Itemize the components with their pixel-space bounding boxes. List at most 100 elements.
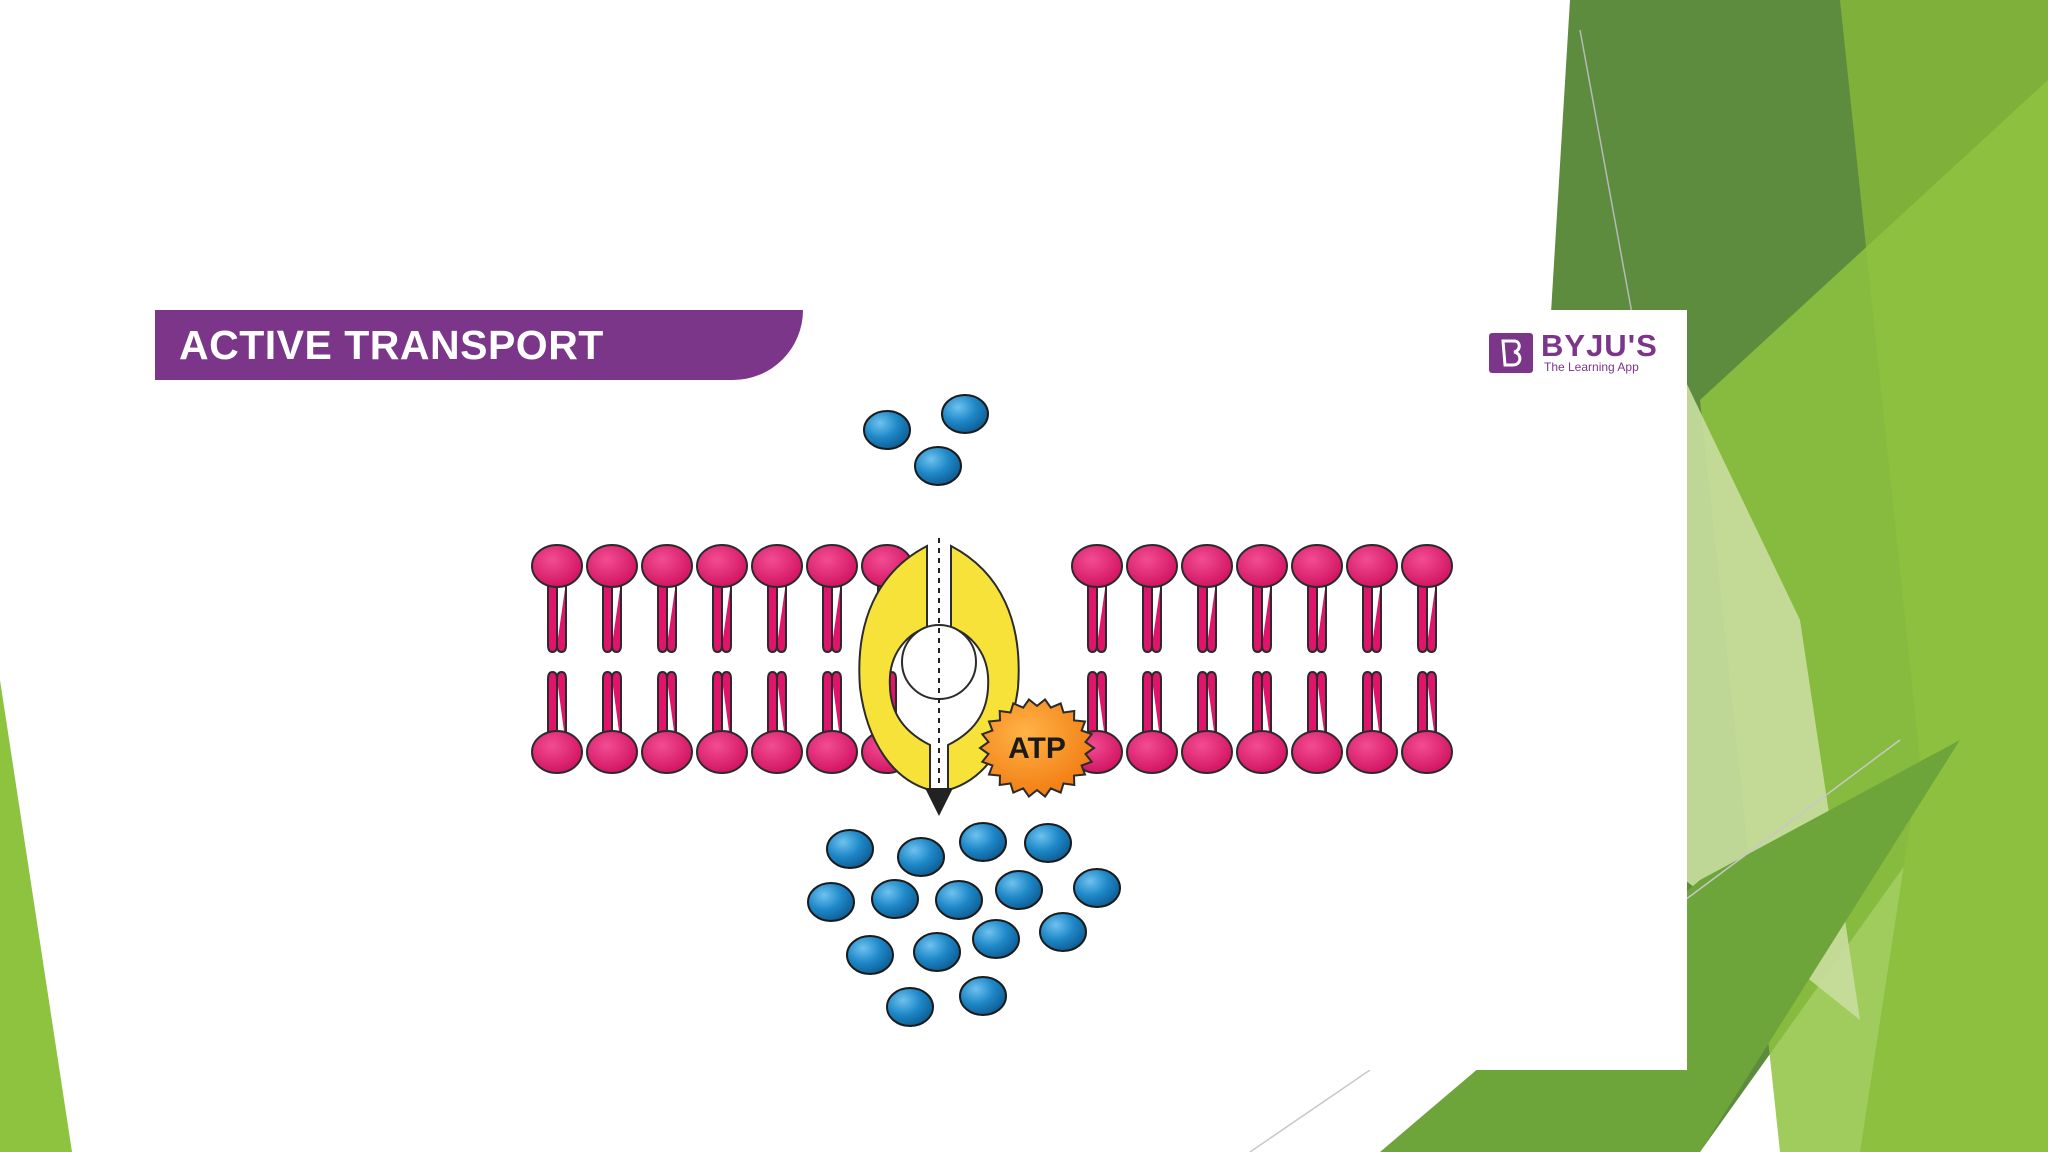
lipid-tail (712, 670, 732, 746)
phospholipid-pair (1181, 544, 1233, 774)
frame-line (1249, 1069, 1371, 1152)
lipid-tail (547, 670, 567, 746)
phospholipid-head (586, 730, 638, 774)
active-transport-diagram: ATP (531, 394, 1453, 1027)
lipid-tail (602, 670, 622, 746)
phospholipid-pair (751, 544, 803, 774)
phospholipid-head (531, 544, 583, 588)
lipid-tail (767, 670, 787, 746)
lipid-tail (547, 582, 567, 654)
phospholipid-head (1126, 544, 1178, 588)
solute-molecule (914, 446, 962, 486)
lipid-tail (657, 670, 677, 746)
lipid-tail (1142, 582, 1162, 654)
arrow-head (925, 788, 953, 816)
lipid-tail (1307, 670, 1327, 746)
phospholipid-head (696, 730, 748, 774)
cell-membrane (531, 544, 1453, 774)
transport-direction-arrow (925, 538, 953, 816)
solute-molecule (1024, 823, 1072, 863)
solute-molecule (959, 976, 1007, 1016)
phospholipid-pair (1126, 544, 1178, 774)
atp-starburst (978, 698, 1096, 798)
lipid-tail (1142, 670, 1162, 746)
brand-logo: BYJU'S The Learning App (1488, 330, 1668, 376)
solute-molecule (995, 870, 1043, 910)
phospholipid-head (1126, 730, 1178, 774)
phospholipid-head (1346, 544, 1398, 588)
phospholipid-head (1401, 544, 1453, 588)
phospholipid-head (641, 730, 693, 774)
lipid-tail (1087, 582, 1107, 654)
lipid-tail (712, 582, 732, 654)
green-panel-left (0, 680, 72, 1152)
phospholipid-pair (1236, 544, 1288, 774)
lipid-tail (1197, 670, 1217, 746)
lipid-tail (602, 582, 622, 654)
phospholipid-pair (641, 544, 693, 774)
lipid-tail (1307, 582, 1327, 654)
lipid-tail (822, 670, 842, 746)
phospholipid-head (751, 544, 803, 588)
solute-molecule (935, 880, 983, 920)
frame-line (1684, 739, 1901, 901)
atp-badge: ATP (978, 698, 1096, 798)
carrier-protein-left-half (858, 544, 931, 792)
solute-molecule (863, 410, 911, 450)
lipid-tail (1087, 670, 1107, 746)
solute-molecule (871, 879, 919, 919)
phospholipid-head (1071, 544, 1123, 588)
phospholipid-head (1291, 544, 1343, 588)
brand-name: BYJU'S (1541, 328, 1658, 363)
phospholipid-pair (586, 544, 638, 774)
lipid-tail (1362, 670, 1382, 746)
phospholipid-head (806, 544, 858, 588)
lipid-tail (1252, 670, 1272, 746)
phospholipid-head (1236, 730, 1288, 774)
lipid-tail (822, 582, 842, 654)
solute-molecule (972, 919, 1020, 959)
phospholipid-head (641, 544, 693, 588)
phospholipid-head (1401, 730, 1453, 774)
phospholipid-head (1346, 730, 1398, 774)
phospholipid-pair (1291, 544, 1343, 774)
solute-molecules (807, 394, 1121, 1027)
lipid-tail (1417, 670, 1437, 746)
solute-molecule (941, 394, 989, 434)
phospholipid-pair (696, 544, 748, 774)
lipid-tail (1252, 582, 1272, 654)
solute-molecule (807, 882, 855, 922)
phospholipid-head (531, 730, 583, 774)
lipid-tail (1197, 582, 1217, 654)
brand-tagline: The Learning App (1544, 360, 1639, 374)
figure-panel: ATP ACTIVE TRANSPORT BYJU'S The Learning… (155, 310, 1687, 1070)
phospholipid-head (1181, 544, 1233, 588)
solute-molecule (826, 829, 874, 869)
solute-molecule (1039, 912, 1087, 952)
lipid-tail (1417, 582, 1437, 654)
phospholipid-pair (1401, 544, 1453, 774)
phospholipid-head (1291, 730, 1343, 774)
phospholipid-pair (531, 544, 583, 774)
phospholipid-head (806, 730, 858, 774)
solute-molecule (913, 932, 961, 972)
slide-title: ACTIVE TRANSPORT (179, 322, 604, 368)
lipid-tail (767, 582, 787, 654)
lipid-tail (657, 582, 677, 654)
phospholipid-head (1236, 544, 1288, 588)
title-banner: ACTIVE TRANSPORT (155, 310, 803, 380)
phospholipid-pair (1346, 544, 1398, 774)
phospholipid-head (751, 730, 803, 774)
phospholipid-head (696, 544, 748, 588)
phospholipid-head (1181, 730, 1233, 774)
brand-logo-icon (1489, 333, 1533, 373)
atp-label: ATP (1008, 732, 1066, 765)
solute-molecule (897, 837, 945, 877)
solute-molecule (846, 935, 894, 975)
frame-line (1579, 29, 1636, 331)
phospholipid-head (586, 544, 638, 588)
solute-molecule (886, 987, 934, 1027)
solute-molecule (959, 822, 1007, 862)
phospholipid-pair (806, 544, 858, 774)
lipid-tail (1362, 582, 1382, 654)
